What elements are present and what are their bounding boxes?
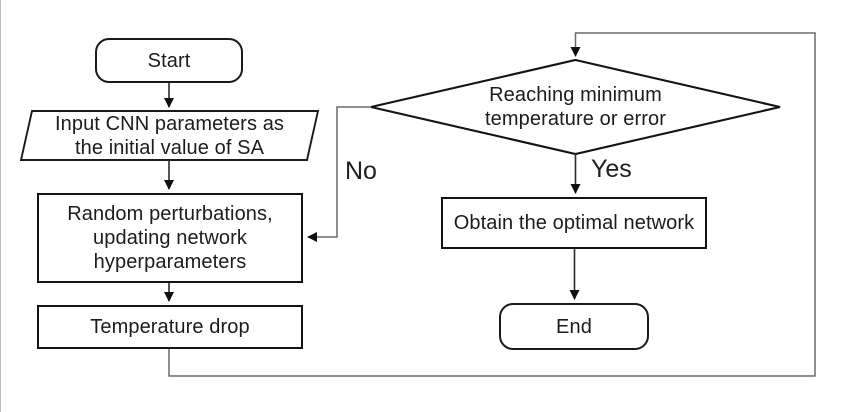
node-temperature-drop: Temperature drop: [37, 305, 303, 349]
edge-label-no: No: [345, 157, 377, 185]
page-edge-line: [0, 0, 1, 412]
node-obtain-optimal-network: Obtain the optimal network: [441, 197, 707, 249]
node-input-line-1: Input CNN parameters as: [54, 112, 285, 135]
node-temperature-label: Temperature drop: [90, 316, 250, 338]
node-input-cnn-parameters: Input CNN parameters as the initial valu…: [21, 111, 318, 160]
node-random-line-1: Random perturbations,: [67, 203, 273, 225]
node-start: Start: [95, 38, 243, 83]
node-random-line-2: updating network: [93, 227, 247, 249]
node-decision-line-1: Reaching minimum: [489, 84, 662, 106]
node-input-line-2: the initial value of SA: [74, 136, 265, 159]
node-random-perturbations: Random perturbations, updating network h…: [37, 193, 303, 283]
node-obtain-label: Obtain the optimal network: [453, 212, 695, 234]
node-start-label: Start: [147, 49, 191, 72]
node-end-label: End: [556, 315, 592, 338]
node-decision-reaching-minimum: Reaching minimum temperature or error: [371, 60, 780, 154]
node-random-line-3: hyperparameters: [93, 251, 247, 273]
node-end: End: [499, 303, 649, 350]
edge-label-yes: Yes: [591, 155, 632, 183]
node-decision-line-2: temperature or error: [485, 108, 666, 130]
